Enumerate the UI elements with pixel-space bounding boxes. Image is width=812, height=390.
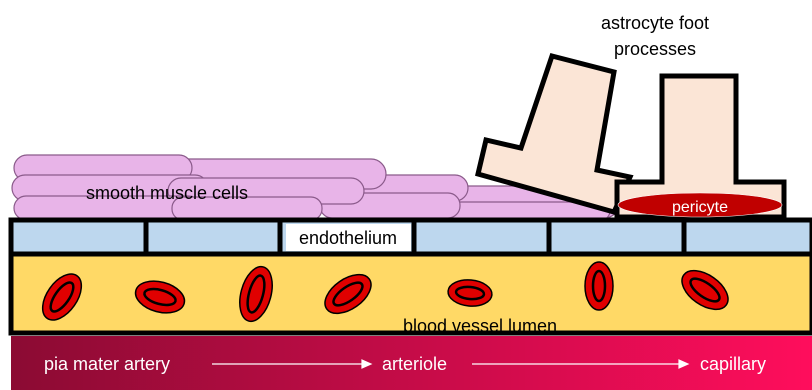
endothelium-label: endothelium xyxy=(299,228,397,248)
vessel-mid-label: arteriole xyxy=(382,354,447,374)
smooth-muscle-label: smooth muscle cells xyxy=(86,183,248,203)
red-blood-cell xyxy=(585,262,613,310)
pericyte-label: pericyte xyxy=(672,199,728,216)
lumen-label: blood vessel lumen xyxy=(403,316,557,336)
astrocyte-label-line2: processes xyxy=(614,39,696,59)
astrocyte-label-line1: astrocyte foot xyxy=(601,13,709,33)
vessel-end-label: capillary xyxy=(700,354,766,374)
vessel-start-label: pia mater artery xyxy=(44,354,170,374)
